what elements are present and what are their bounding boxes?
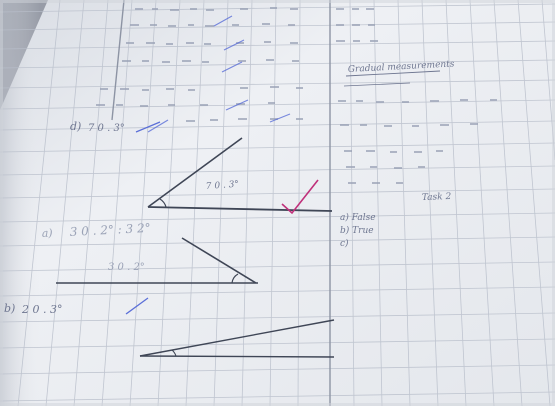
angle-arc-icon (171, 349, 177, 357)
triangle-3 (139, 319, 335, 358)
annotation-b-text: 2 0 . 3° (21, 303, 62, 316)
annotation-d-text: 7 0 . 3° (88, 123, 125, 134)
triangle-1-angle-text: 7 0 . 3° (206, 180, 240, 192)
triangle-1-base (147, 206, 333, 212)
annotation-a-label: a) (41, 226, 53, 240)
answer-a: a) False (340, 212, 376, 223)
task-caption: Task 2 (422, 192, 452, 203)
angle-arc-icon (231, 273, 239, 284)
triangle-1-side (147, 137, 243, 208)
faint-table-scribbles (96, 7, 497, 184)
triangle-2-angle-text: 3 0 . 2° (108, 262, 145, 273)
triangle-1: 7 0 . 3° (147, 137, 333, 215)
annotation-a-text: 3 0 . 2° : 3 2° (69, 221, 151, 239)
triangle-2-side (181, 237, 257, 284)
triangle-2: 3 0 . 2° (56, 237, 258, 284)
margin-lines (111, 0, 331, 406)
angle-arc-icon (159, 198, 167, 208)
annotation-b-label: b) (4, 302, 15, 315)
right-notes-answers: a) False b) True c) Task 2 (340, 192, 452, 249)
annotation-d: d) 7 0 . 3° (70, 120, 161, 134)
blue-check-icon (135, 121, 161, 133)
annotation-b: b) 2 0 . 3° (4, 297, 149, 316)
answer-b: b) True (340, 225, 374, 236)
pink-check-mark-icon (281, 179, 319, 215)
annotation-a: a) 3 0 . 2° : 3 2° (41, 221, 150, 240)
annotation-d-label: d) (70, 120, 81, 133)
triangle-3-base (139, 355, 335, 358)
blue-check-icon (125, 297, 149, 315)
page-edge-gradient (0, 0, 40, 406)
blue-check-marks (147, 15, 291, 133)
answer-c: c) (340, 238, 349, 249)
